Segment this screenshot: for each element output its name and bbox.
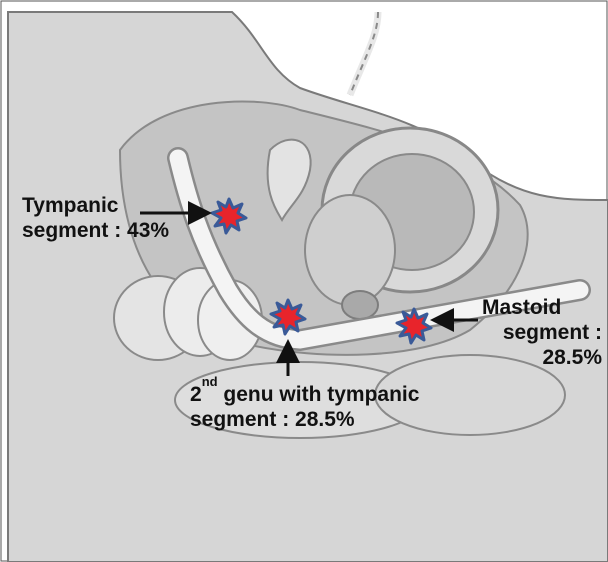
genu-number: 2 [190,383,202,406]
tympanic-label-line1: Tympanic [22,193,169,218]
genu-label: 2nd genu with tympanic segment : 28.5% [190,382,419,432]
tympanic-label-line2: segment : 43% [22,218,169,243]
mastoid-label-line1: Mastoid [470,295,602,320]
mastoid-label-line3: 28.5% [470,345,602,370]
oval-window [342,291,378,319]
mastoid-label: Mastoid segment : 28.5% [470,295,602,370]
genu-label-line1: 2nd genu with tympanic [190,382,419,407]
mastoid-label-line2: segment : [470,320,602,345]
genu-label-line1-text: genu with tympanic [218,383,420,406]
genu-label-line2: segment : 28.5% [190,407,419,432]
tympanic-label: Tympanic segment : 43% [22,193,169,243]
genu-superscript: nd [202,374,218,389]
vestibule [305,195,395,305]
